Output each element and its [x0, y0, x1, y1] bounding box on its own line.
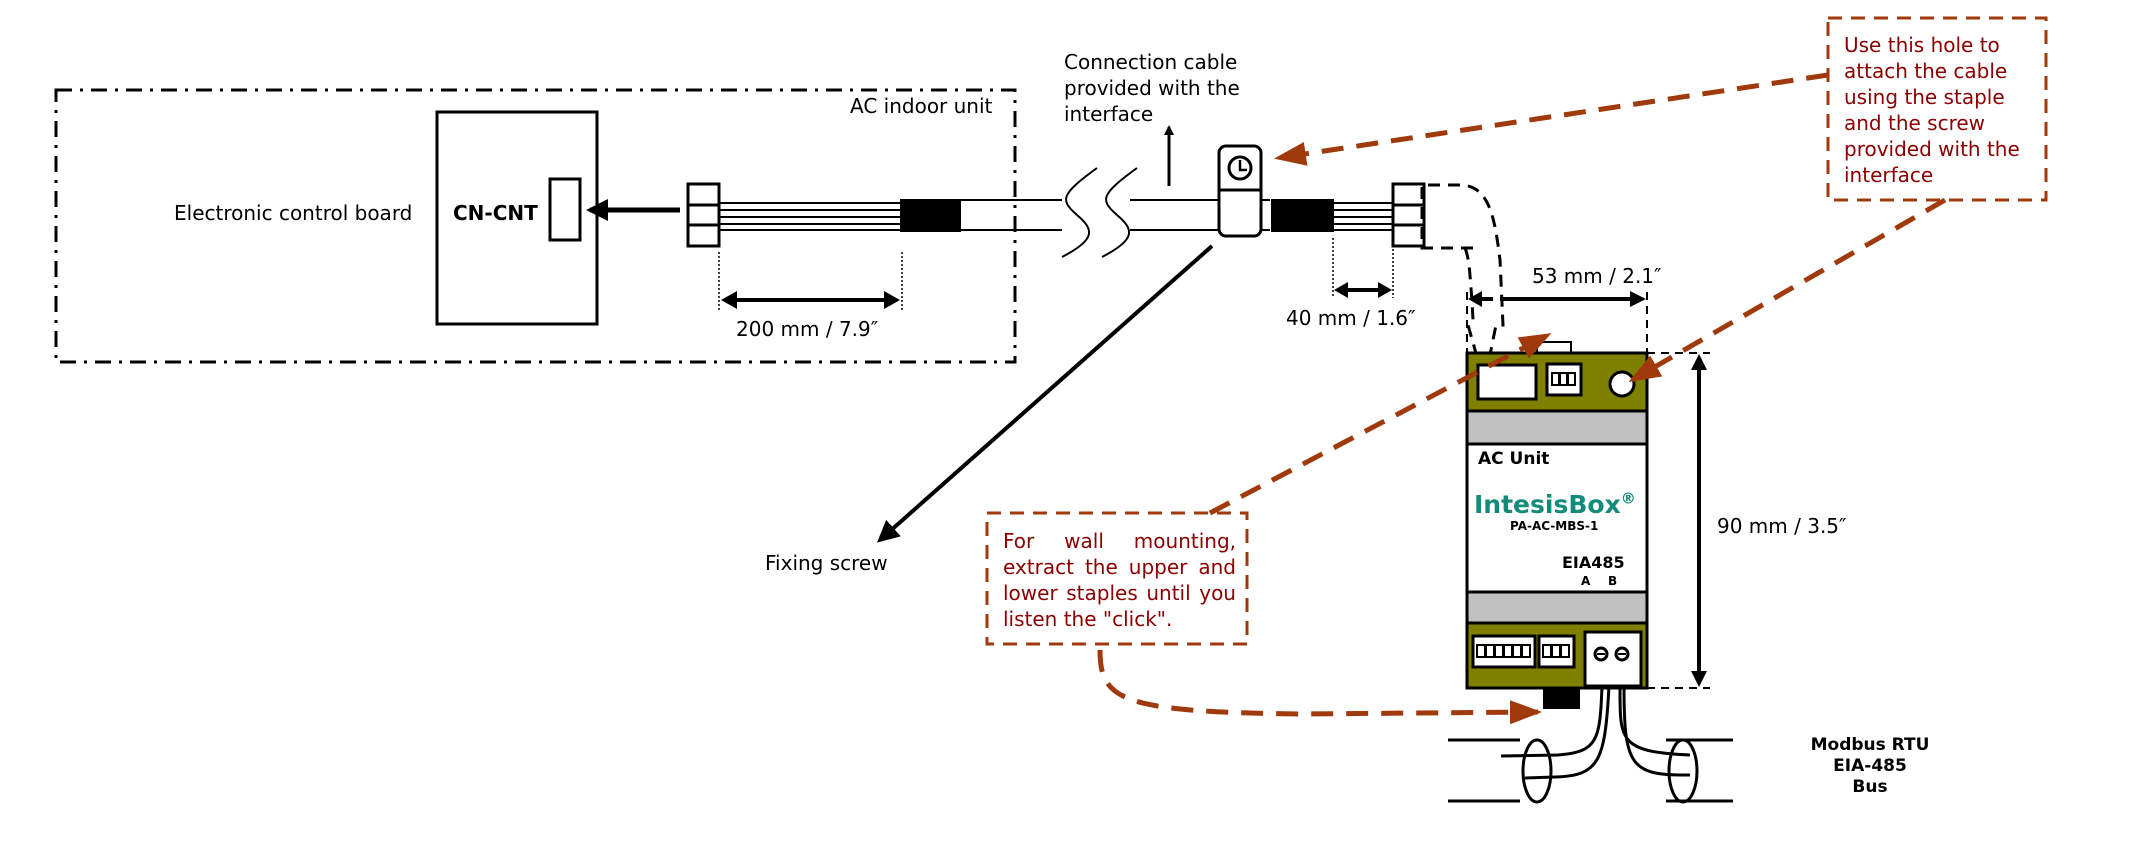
pointer-to-top-staple — [1208, 332, 1552, 516]
note-pointers — [1097, 72, 1947, 725]
ac-port — [1476, 363, 1538, 401]
connector-label: CN-CNT — [453, 201, 538, 225]
terminal-b-label: B — [1608, 574, 1618, 588]
hole-note-line: Use this hole to — [1844, 33, 2000, 57]
bus-cable — [1448, 685, 1733, 804]
hole-note-line: using the staple — [1844, 85, 2005, 109]
ac-unit-label: AC Unit — [1478, 449, 1550, 469]
hole-note-text: Use this hole to attach the cable using … — [1844, 32, 2020, 188]
fixing-hole — [1608, 370, 1636, 398]
left-cable-sleeve — [900, 199, 961, 232]
eia485-terminal — [1583, 630, 1643, 688]
hole-note-line: provided with the — [1844, 137, 2020, 161]
registered-mark: ® — [1620, 489, 1636, 508]
cable-clip — [1217, 144, 1263, 238]
right-wires — [1334, 202, 1393, 231]
connector-insertion-path — [1420, 183, 1505, 394]
dim-90 — [1647, 352, 1710, 689]
hole-note-line: attach the cable — [1844, 59, 2008, 83]
wall-note-box — [985, 511, 1249, 646]
cn-cnt-socket — [548, 177, 582, 242]
bus-label-3: Bus — [1852, 777, 1888, 797]
dim-90-label: 90 mm / 3.5″ — [1717, 514, 1847, 538]
dim-53-label: 53 mm / 2.1″ — [1532, 264, 1662, 288]
connection-cable-label-1: Connection cable — [1064, 50, 1238, 74]
brand-name: IntesisBox — [1474, 490, 1621, 519]
dim-40 — [1332, 238, 1394, 298]
bus-label-2: EIA-485 — [1833, 756, 1907, 776]
pointer-to-bottom-staple — [1097, 649, 1542, 725]
model-label: PA-AC-MBS-1 — [1510, 519, 1599, 533]
left-wires — [719, 202, 900, 231]
dim-40-label: 40 mm / 1.6″ — [1286, 306, 1416, 330]
hole-note-line: interface — [1844, 163, 1934, 187]
port-label: EIA485 — [1562, 553, 1625, 572]
module-label-panel — [1465, 442, 1649, 594]
brand-logo: IntesisBox® — [1474, 489, 1636, 520]
intesisbox-module — [1465, 341, 1649, 709]
dim-200-label: 200 mm / 7.9″ — [736, 317, 879, 341]
left-connector — [686, 182, 721, 248]
right-cable-sleeve — [1271, 199, 1334, 232]
dim-53 — [1466, 291, 1648, 352]
connection-cable-label-3: interface — [1064, 102, 1154, 126]
connection-cable-label-2: provided with the — [1064, 76, 1240, 100]
pointer-to-clip — [1274, 72, 1829, 166]
ac-indoor-unit-label: AC indoor unit — [850, 94, 993, 118]
dim-200 — [718, 252, 903, 312]
fixing-screw-arrow — [877, 244, 1214, 543]
ac-indoor-unit-boundary — [54, 88, 1017, 364]
bus-label-1: Modbus RTU — [1810, 735, 1930, 755]
terminal-a-label: A — [1581, 574, 1591, 588]
hole-note-box — [1826, 16, 2048, 202]
wall-note-text: For wall mounting, extract the upper and… — [1003, 529, 1236, 631]
bottom-staple — [1543, 688, 1580, 709]
control-board-label: Electronic control board — [174, 201, 413, 225]
pointer-to-hole — [1628, 197, 1947, 383]
hole-note-line: and the screw — [1844, 111, 1986, 135]
right-connector — [1391, 182, 1426, 248]
fixing-screw-label: Fixing screw — [765, 551, 888, 575]
